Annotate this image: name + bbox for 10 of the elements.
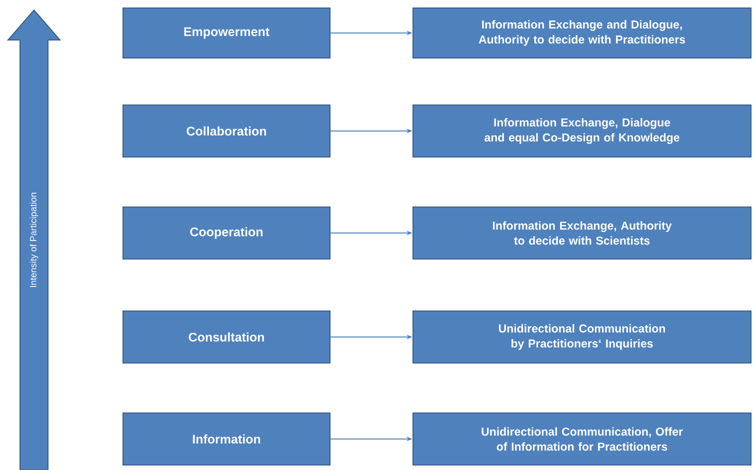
- level-box: Consultation: [122, 310, 330, 364]
- level-box: Empowerment: [122, 8, 330, 58]
- description-box: Unidirectional Communication, Offer of Information for Practitioners: [412, 412, 752, 466]
- description-box: Information Exchange and Dialogue, Authority to decide with Practitioners: [412, 8, 752, 58]
- description-box: Information Exchange, Dialogue and equal Co-Design of Knowledge: [412, 104, 752, 158]
- description-box: Unidirectional Communication by Practitioners‘ Inquiries: [412, 310, 752, 364]
- level-box: Cooperation: [122, 206, 330, 260]
- level-box: Information: [122, 412, 330, 466]
- description-box: Information Exchange, Authority to decide with Scientists: [412, 206, 752, 260]
- level-box: Collaboration: [122, 104, 330, 158]
